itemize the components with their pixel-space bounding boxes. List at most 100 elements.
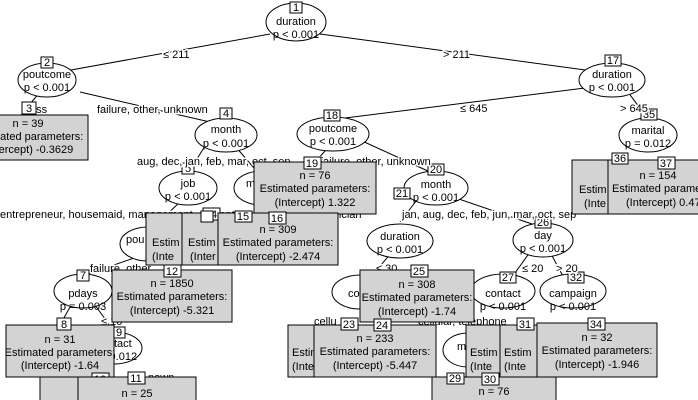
edge-label: > 20 — [556, 263, 578, 275]
leaf-partial-e: Estim (Inte — [571, 159, 613, 215]
node-id: 2 — [44, 57, 50, 69]
leaf-n: n = 309 — [259, 224, 296, 236]
leaf-est-label: Estimated parameters: — [5, 347, 116, 359]
leaf-intercept: (Intercept) 1.322 — [275, 197, 356, 209]
leaf-id: 8 — [61, 319, 67, 331]
leaf-n: n = 39 — [13, 118, 44, 130]
partial-id-labels: 36 15 23 31 29 — [200, 152, 629, 385]
leaf-est-label: Estimated parameters: — [223, 237, 334, 249]
node-id: 4 — [223, 108, 229, 120]
leaf-n: n = 31 — [45, 334, 76, 346]
leaf-intercept: (Intercept) -2.474 — [236, 251, 320, 263]
node-id: 18 — [326, 110, 338, 122]
leaf-12: n = 1850 Estimated parameters: (Intercep… — [111, 264, 233, 323]
leaf-est-label: Estim — [292, 347, 320, 359]
leaf-id: 19 — [306, 158, 318, 170]
leaf-n: n = 154 — [639, 170, 676, 182]
leaf-id: 36 — [614, 153, 626, 165]
leaf-n: n = 233 — [356, 333, 393, 345]
node-variable: duration — [276, 16, 316, 28]
leaf-intercept: (Inte — [292, 361, 314, 373]
node-id: 26 — [537, 217, 549, 229]
leaf-id: 12 — [166, 266, 178, 278]
node-id: 5 — [185, 163, 191, 175]
leaf-intercept: (Inte — [470, 361, 492, 373]
node-variable: poutcome — [23, 69, 71, 81]
inner-node-17: duration p < 0.001 17 — [578, 54, 646, 98]
leaf-n: n = 308 — [398, 279, 435, 291]
edge-label: ≤ 645 — [460, 103, 487, 115]
node-variable: duration — [592, 69, 632, 81]
node-id: 7 — [80, 270, 86, 282]
node-id: 21 — [396, 188, 408, 200]
leaf-est-label: Estimated parameters: — [117, 291, 228, 303]
leaf-intercept: (Intercept) -1.64 — [21, 360, 99, 372]
leaf-n: n = 32 — [582, 332, 613, 344]
node-id: 20 — [430, 164, 442, 176]
inner-node-20: month p < 0.001 20 — [403, 163, 469, 206]
leaf-24: n = 233 Estimated parameters: (Intercept… — [313, 318, 437, 378]
leaf-est-label: Estimated parameters: — [612, 183, 698, 195]
node-p-value: p < 0.001 — [480, 301, 526, 313]
node-id: 1 — [293, 2, 299, 14]
leaf-id: 29 — [449, 373, 461, 385]
inner-node-5: job p < 0.001 5 — [158, 162, 218, 206]
leaf-intercept: (Intercept) -5.321 — [130, 305, 214, 317]
leaf-n: n = 1850 — [150, 278, 193, 290]
node-variable: campaign — [549, 288, 597, 300]
node-p-value: p < 0.001 — [273, 29, 319, 41]
edge-label: jan, aug, dec, feb, jun, mar, oct, sep — [401, 209, 576, 221]
inner-node-2: poutcome p < 0.001 2 — [17, 56, 77, 98]
leaf-n: n = 76 — [479, 386, 510, 398]
leaf-est-label: Estimated parameters: — [320, 346, 431, 358]
edge-label: ≤ 211 — [163, 49, 190, 61]
inner-node-1: duration p < 0.001 1 — [265, 1, 327, 42]
node-variable: month — [211, 124, 242, 136]
leaf-intercept: (Intercept) -5.447 — [333, 360, 417, 372]
inner-node-27: contact p < 0.001 27 — [470, 271, 536, 313]
edge-1-17 — [319, 33, 601, 73]
node-variable-partial: pou — [126, 234, 144, 246]
node-id: 17 — [607, 55, 619, 67]
node-p-value: p < 0.001 — [203, 138, 249, 150]
inner-node-18: poutcome p < 0.001 18 — [296, 109, 370, 152]
node-variable: marital — [631, 125, 664, 137]
leaf-est-label: Estimated parameters: — [260, 183, 371, 195]
node-p-value: p < 0.001 — [24, 82, 70, 94]
node-variable-partial: m — [246, 178, 255, 190]
edge-label: aug, dec, jan, feb, mar, oct, sep — [137, 156, 290, 168]
leaf-est-label: Estimated parameters: — [0, 131, 83, 143]
leaf-3: n = 39 Estimated parameters: (Intercept)… — [0, 101, 89, 161]
inner-node-35: marital p = 0.012 35 — [618, 108, 678, 153]
leaf-est-label: Estim — [188, 237, 216, 249]
node-p-value: p < 0.001 — [520, 243, 566, 255]
edge-label: ≤ 20 — [522, 263, 543, 275]
leaf-n: n = 25 — [122, 388, 153, 400]
leaf-id: 25 — [413, 266, 425, 278]
edge-20-26 — [449, 195, 536, 226]
leaf-25: n = 308 Estimated parameters: (Intercept… — [359, 264, 475, 323]
leaf-intercept: (Inte — [584, 198, 606, 210]
leaf-intercept: (Intercept) -0.3629 — [0, 144, 73, 156]
leaf-id: 16 — [271, 213, 283, 225]
leaf-11: n = 25 11 — [77, 371, 197, 400]
leaf-intercept: (Intercept) -1.946 — [555, 359, 639, 371]
node-variable: pdays — [68, 288, 98, 300]
node-variable-partial: co — [348, 288, 360, 300]
node-variable: contact — [485, 288, 520, 300]
node-p-value: p < 0.001 — [589, 82, 635, 94]
node-p-value: p < 0.001 — [550, 301, 596, 313]
node-p-value: p < 0.001 — [413, 192, 459, 204]
leaf-id: 31 — [519, 319, 531, 331]
inner-node-7: pdays p = 0.003 7 — [53, 269, 113, 313]
node-variable: day — [534, 230, 552, 242]
edge-2-4 — [79, 91, 211, 123]
leaf-est-label: Estim — [152, 237, 180, 249]
leaf-id: 30 — [484, 374, 496, 386]
edge-18-20 — [359, 139, 431, 173]
leaf-intercept: (Inte — [152, 251, 174, 263]
edge-label: > 645 — [620, 103, 648, 115]
leaf-partial-c: Estim (Inte — [465, 324, 507, 378]
inner-node-21: duration p < 0.001 21 — [366, 187, 434, 259]
